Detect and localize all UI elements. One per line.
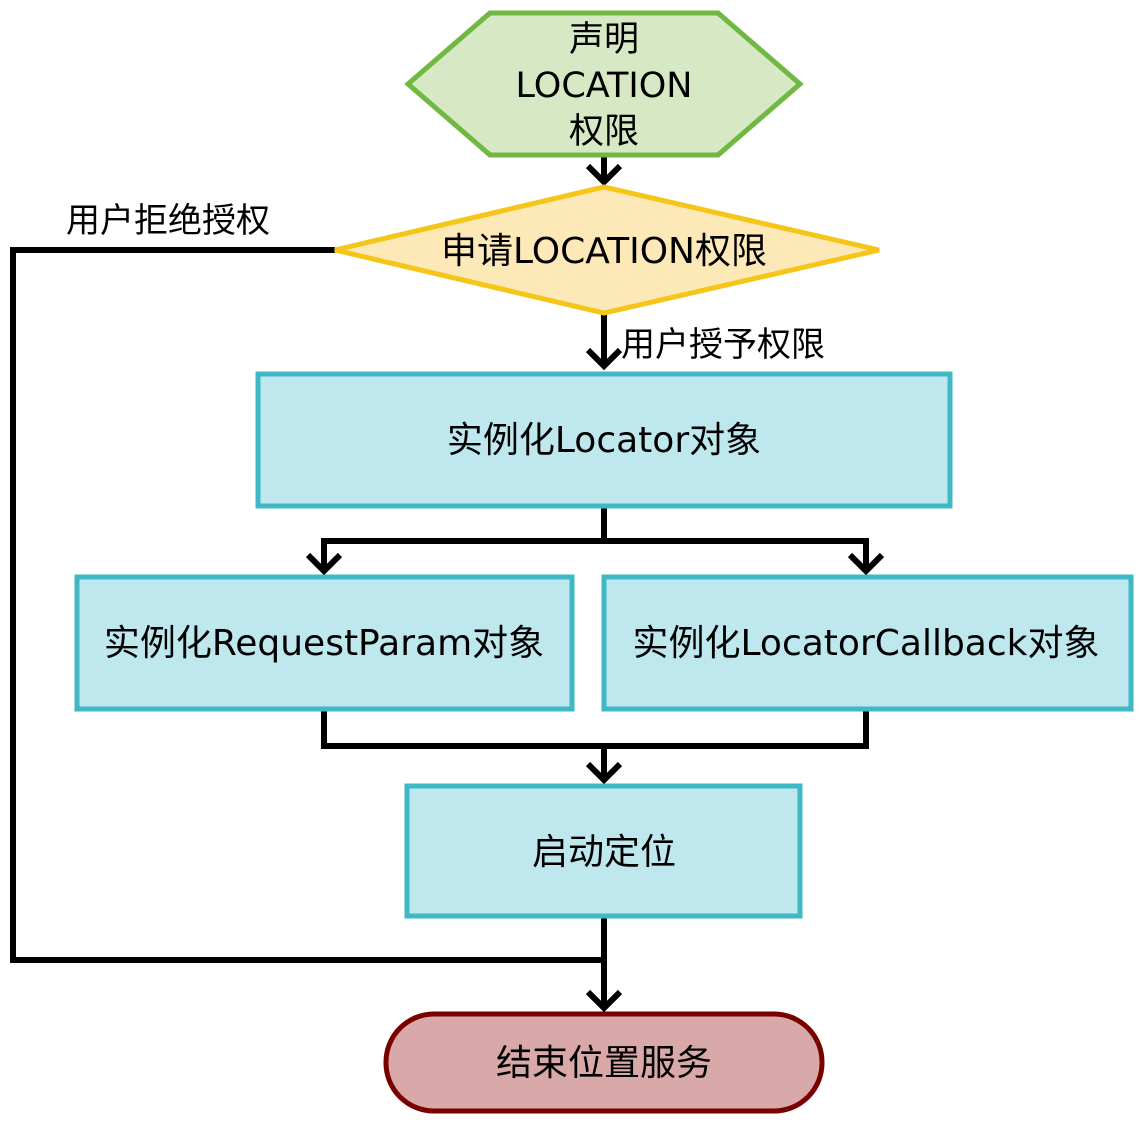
locator-callback-label: 实例化LocatorCallback对象 xyxy=(633,623,1100,664)
edge-label-user-denied: 用户拒绝授权 xyxy=(66,201,270,241)
start-hexagon xyxy=(404,10,804,158)
connector-split-branches xyxy=(321,538,869,571)
arrowhead xyxy=(585,761,623,785)
locator-callback-process-box xyxy=(601,574,1134,712)
start-location-process-box xyxy=(404,783,803,919)
locator-process-box xyxy=(255,371,953,509)
start-label-line-2: LOCATION xyxy=(516,66,693,106)
decision-diamond xyxy=(334,184,880,316)
connector-merge-branches xyxy=(321,710,869,749)
arrowhead xyxy=(585,347,623,371)
locator-label: 实例化Locator对象 xyxy=(447,420,761,461)
start-label-line-1: 声明 xyxy=(569,20,639,60)
connector-denied-path xyxy=(10,247,604,963)
arrowhead xyxy=(305,552,343,576)
request-param-label: 实例化RequestParam对象 xyxy=(104,623,544,664)
request-param-process-box xyxy=(74,574,575,712)
arrowhead xyxy=(847,552,885,576)
arrowhead xyxy=(585,989,623,1013)
arrowhead xyxy=(585,163,623,187)
end-label: 结束位置服务 xyxy=(496,1043,712,1084)
edge-label-user-granted: 用户授予权限 xyxy=(621,325,825,365)
end-terminator xyxy=(383,1011,825,1114)
start-location-label: 启动定位 xyxy=(532,832,676,873)
decision-label: 申请LOCATION权限 xyxy=(441,231,767,272)
start-label-line-3: 权限 xyxy=(569,112,639,152)
